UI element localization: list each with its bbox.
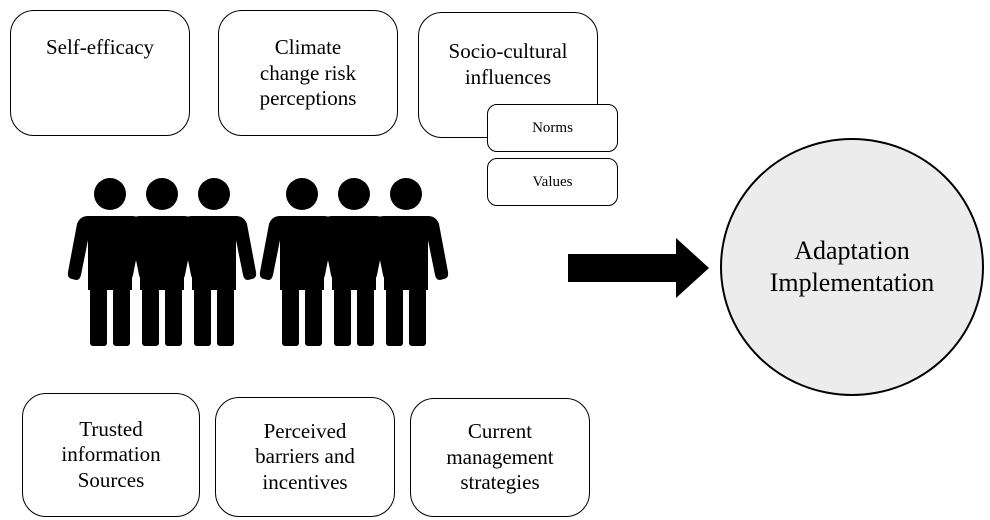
values-box: Values	[487, 158, 618, 206]
trusted-sources-box: Trusted information Sources	[22, 393, 200, 517]
norms-box: Norms	[487, 104, 618, 152]
barriers-incentives-box: Perceived barriers and incentives	[215, 397, 395, 517]
self-efficacy-box: Self-efficacy	[10, 10, 190, 136]
management-strategies-box: Current management strategies	[410, 398, 590, 517]
risk-perceptions-box: Climate change risk perceptions	[218, 10, 398, 136]
adaptation-implementation-circle: Adaptation Implementation	[720, 138, 984, 396]
adaptation-implementation-label: Adaptation Implementation	[769, 235, 935, 298]
